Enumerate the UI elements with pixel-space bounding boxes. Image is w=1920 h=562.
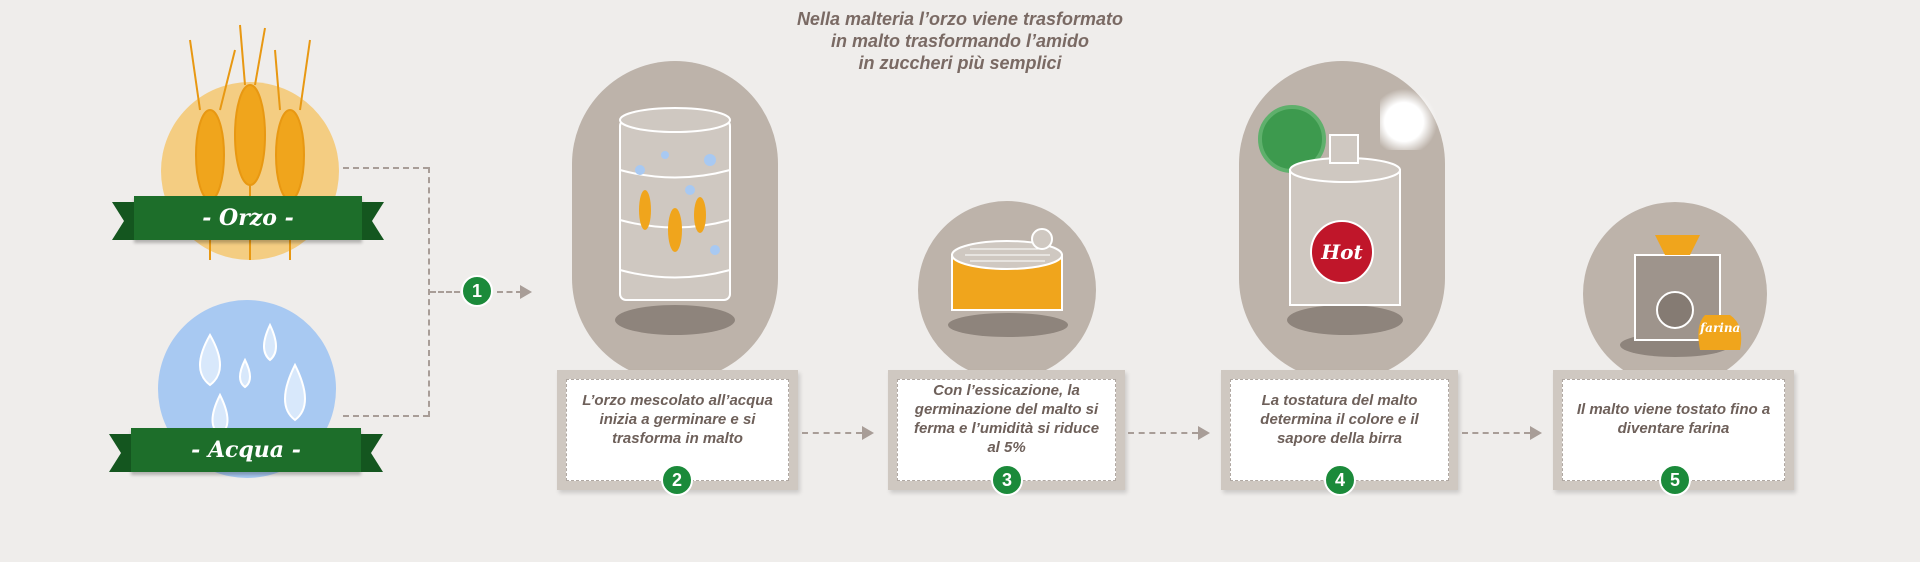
hot-badge: Hot [1310, 220, 1374, 284]
step-badge-2: 2 [661, 464, 693, 496]
connector-line [430, 291, 460, 293]
arrow-icon [1530, 426, 1542, 440]
connector-line [343, 415, 429, 417]
drying-kiln-icon [948, 228, 1068, 337]
connector-line [497, 291, 522, 293]
connector-line [1462, 432, 1530, 434]
mill-icon [1620, 235, 1742, 357]
arrow-icon [862, 426, 874, 440]
connector-line [802, 432, 862, 434]
page-title: Nella malteria l’orzo viene trasformato … [796, 9, 1124, 73]
step-badge-5: 5 [1659, 464, 1691, 496]
arrow-icon [1198, 426, 1210, 440]
smoke-icon [1380, 80, 1440, 150]
arrow-icon [520, 285, 532, 299]
roasting-drum-icon [1287, 134, 1403, 335]
step5-card: Il malto viene tostato fino a diventare … [1553, 370, 1794, 490]
step-badge-4: 4 [1324, 464, 1356, 496]
connector-line [428, 167, 430, 417]
acqua-banner: - Acqua - [109, 428, 383, 472]
connector-line [1128, 432, 1198, 434]
germination-tank-icon [615, 107, 735, 335]
step-badge-3: 3 [991, 464, 1023, 496]
water-drops-icon [199, 322, 306, 437]
step-badge-1: 1 [461, 275, 493, 307]
orzo-banner: - Orzo - [112, 196, 384, 240]
connector-line [343, 167, 429, 169]
farina-bag-label: farina [1700, 321, 1741, 335]
